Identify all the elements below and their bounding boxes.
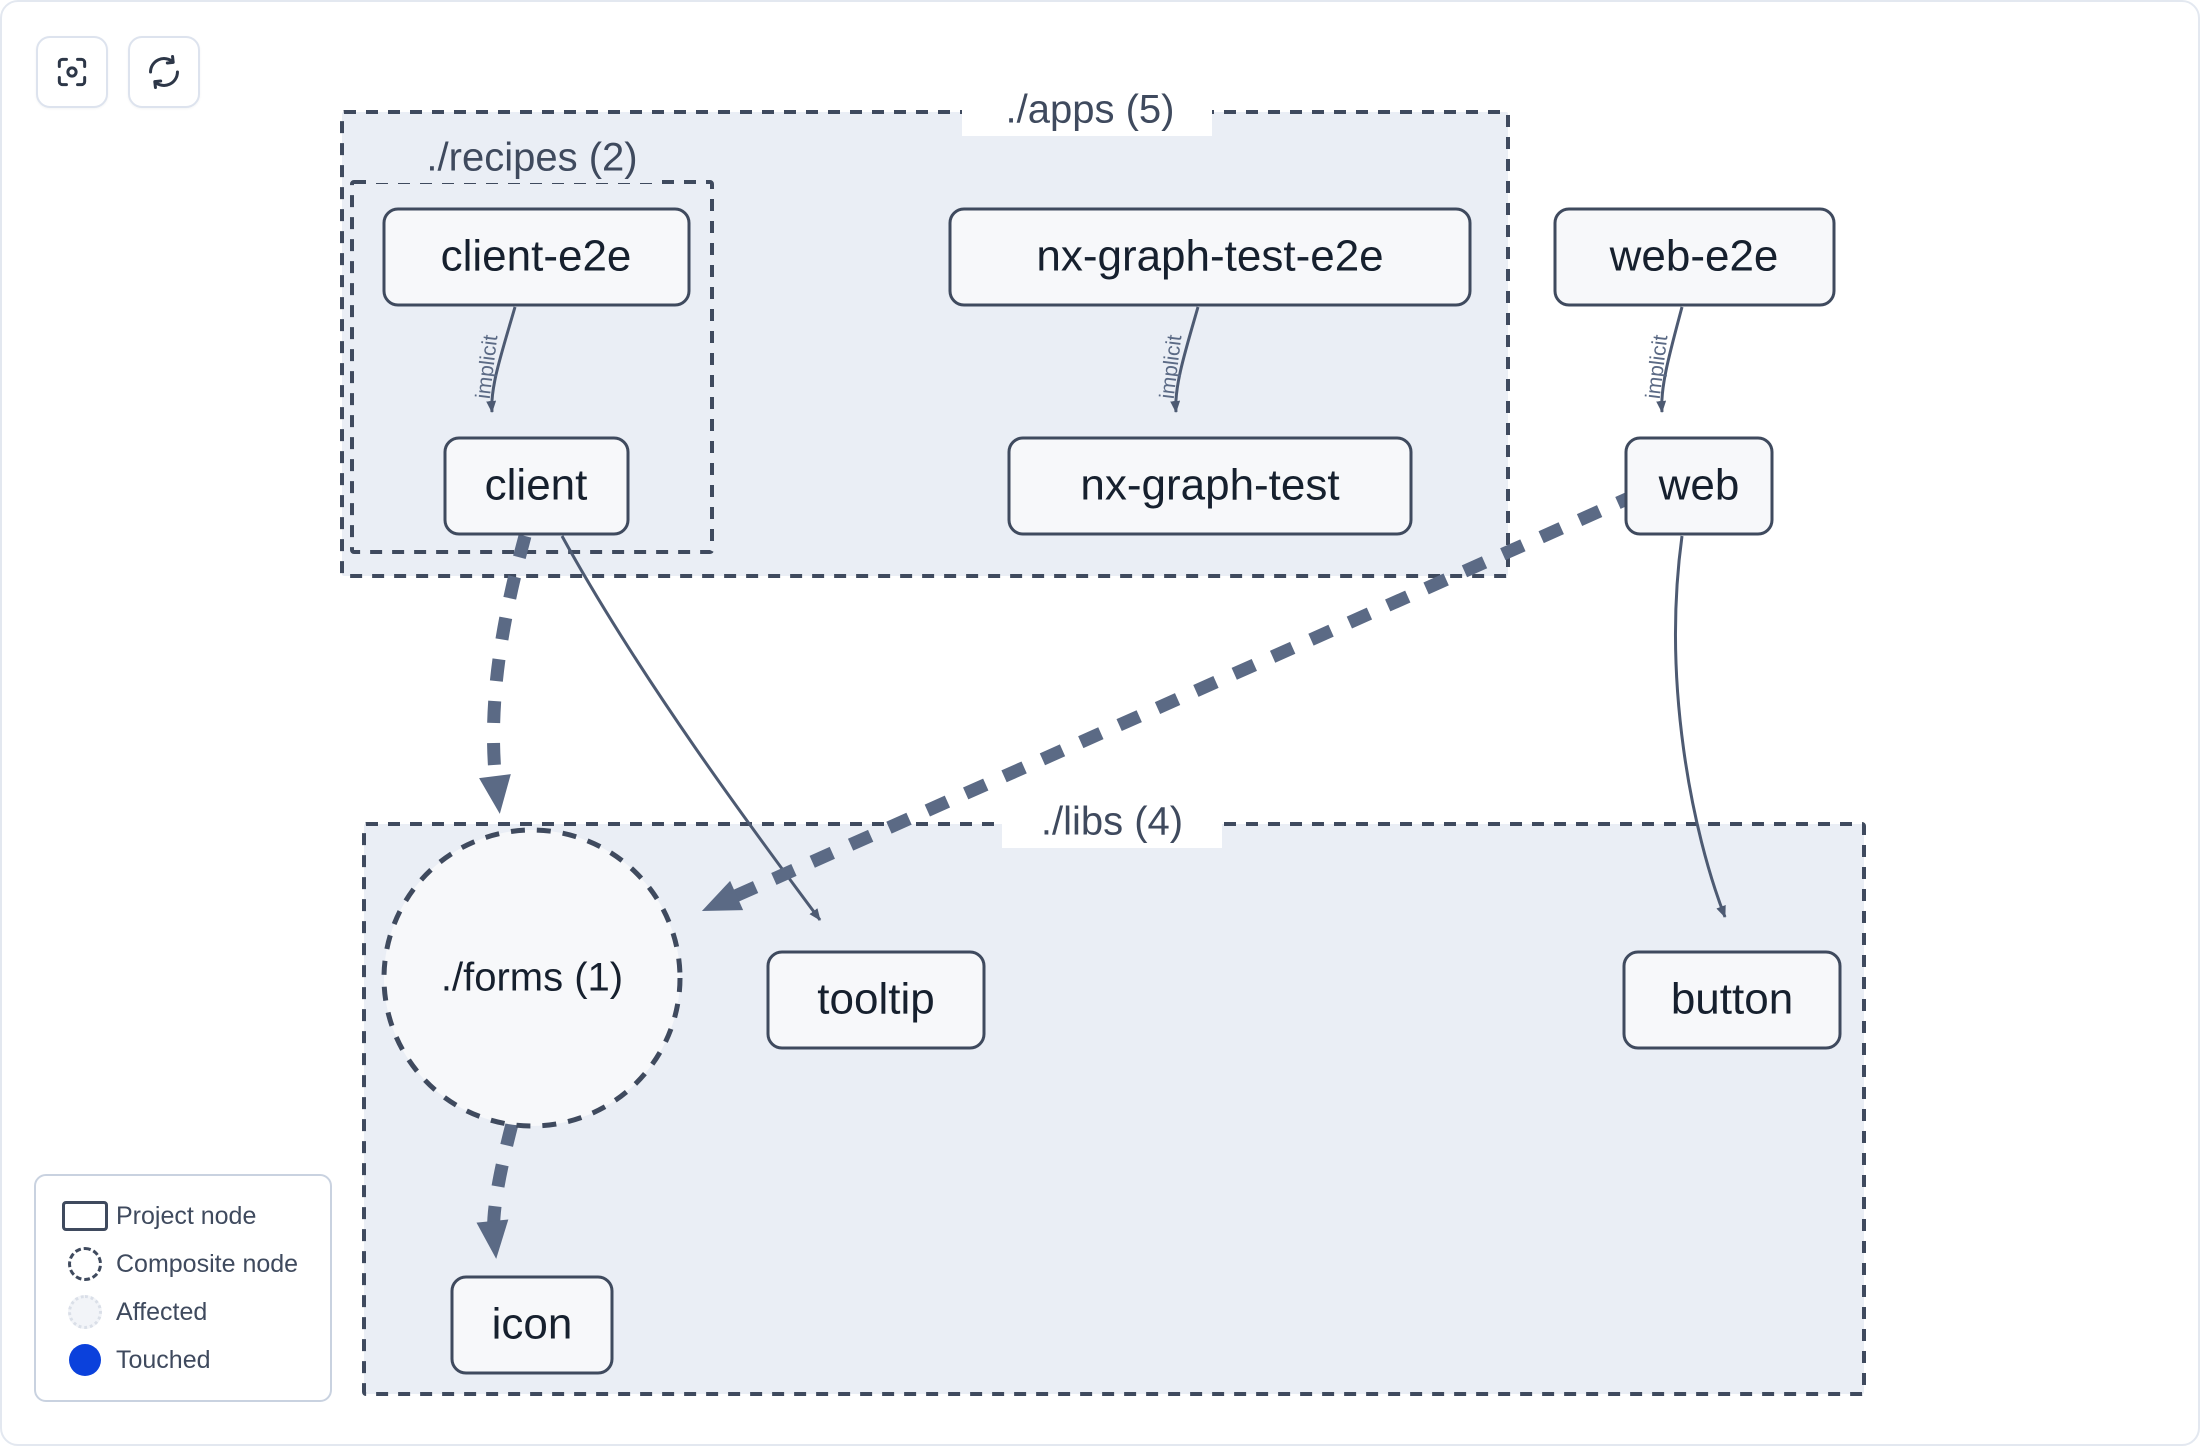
node-web-e2e[interactable]: web-e2e <box>1553 207 1836 307</box>
node-label: icon <box>492 1300 573 1349</box>
affected-node-icon <box>54 1295 116 1329</box>
group-libs-label-backdrop <box>1002 802 1222 848</box>
project-node-icon <box>54 1201 116 1231</box>
edge-line <box>1656 306 1684 413</box>
node-shape <box>1624 436 1774 536</box>
node-shape <box>1553 207 1836 307</box>
legend-item-project-node: Project node <box>54 1192 312 1240</box>
edge-line <box>479 534 532 814</box>
node-shape <box>766 950 986 1050</box>
node-client-e2e[interactable]: client-e2e <box>382 207 691 307</box>
group-libs-label: ./libs (4) <box>1041 800 1183 844</box>
node-tooltip[interactable]: tooltip <box>766 950 986 1050</box>
node-shape <box>1622 950 1842 1050</box>
group-apps-label: ./apps (5) <box>1006 88 1175 132</box>
node-label: tooltip <box>817 975 934 1024</box>
node-shape <box>381 827 683 1129</box>
group-apps-label-backdrop <box>962 90 1212 136</box>
graph-legend: Project node Composite node Affected Tou… <box>34 1174 332 1402</box>
touched-node-icon <box>54 1344 116 1376</box>
legend-item-composite-node: Composite node <box>54 1240 312 1288</box>
legend-item-affected: Affected <box>54 1288 312 1336</box>
node-icon[interactable]: icon <box>450 1275 614 1375</box>
edge-web-e2e-to-web[interactable]: implicit <box>1642 306 1684 413</box>
group-recipes-label-backdrop <box>372 137 662 183</box>
edge-forms-to-icon[interactable] <box>476 1122 519 1259</box>
composite-node-icon <box>54 1247 116 1281</box>
legend-label: Project node <box>116 1201 257 1230</box>
edge-client-to-forms[interactable] <box>479 534 532 814</box>
node-shape <box>382 207 691 307</box>
edge-line <box>560 535 822 921</box>
focus-graph-button[interactable] <box>36 36 108 108</box>
legend-label: Touched <box>116 1345 211 1374</box>
node-label: nx-graph-test <box>1080 461 1339 510</box>
node-shape <box>1007 436 1413 536</box>
graph-toolbar <box>36 36 200 108</box>
group-recipes-label: ./recipes (2) <box>426 136 637 180</box>
node-nx-graph-test[interactable]: nx-graph-test <box>1007 436 1413 536</box>
node-label: button <box>1671 975 1793 1024</box>
node-button[interactable]: button <box>1622 950 1842 1050</box>
edge-label-implicit: implicit <box>1642 333 1673 400</box>
edge-line <box>1674 535 1727 918</box>
node-forms-composite[interactable]: ./forms (1) <box>381 827 683 1129</box>
legend-label: Composite node <box>116 1249 299 1278</box>
group-libs[interactable]: ./libs (4) <box>362 800 1866 1396</box>
node-label: ./forms (1) <box>441 956 623 1000</box>
node-web[interactable]: web <box>1624 436 1774 536</box>
node-label: web-e2e <box>1609 232 1779 281</box>
node-client[interactable]: client <box>443 436 630 536</box>
legend-label: Affected <box>116 1297 208 1326</box>
legend-item-touched: Touched <box>54 1336 312 1384</box>
focus-target-icon <box>53 53 91 91</box>
edge-line <box>476 1122 519 1259</box>
node-label: web <box>1658 461 1740 510</box>
edge-client-to-tooltip[interactable] <box>560 535 822 921</box>
edge-line <box>1170 306 1200 413</box>
refresh-graph-button[interactable] <box>128 36 200 108</box>
node-shape <box>948 207 1472 307</box>
node-label: client <box>485 461 588 510</box>
node-label: nx-graph-test-e2e <box>1036 232 1383 281</box>
refresh-icon <box>145 53 183 91</box>
edge-line <box>486 306 517 413</box>
node-shape <box>443 436 630 536</box>
node-label: client-e2e <box>441 232 632 281</box>
edge-web-to-button[interactable] <box>1674 535 1727 918</box>
node-shape <box>450 1275 614 1375</box>
node-nx-graph-test-e2e[interactable]: nx-graph-test-e2e <box>948 207 1472 307</box>
